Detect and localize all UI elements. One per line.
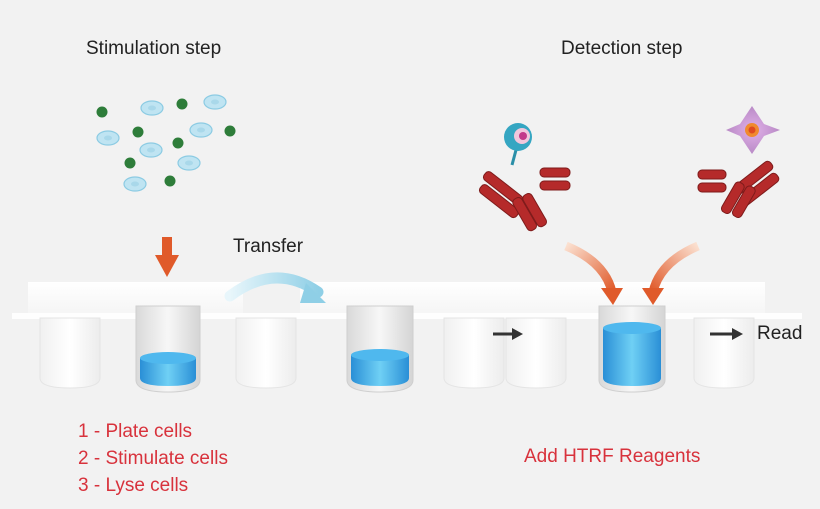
step-item: 1 - Plate cells — [78, 421, 193, 442]
cell-green — [164, 175, 176, 187]
reagent-arrow-right — [642, 241, 700, 305]
read-label: Read — [757, 323, 803, 344]
transfer-liquid — [351, 355, 409, 386]
acceptor-antibody — [697, 160, 780, 219]
transfer-arrow — [224, 272, 326, 303]
cell-green — [124, 157, 136, 169]
detection-step-title: Detection step — [561, 38, 683, 59]
reagent-arrow-left — [564, 241, 623, 305]
wells — [39, 305, 755, 393]
step-item: 2 - Stimulate cells — [78, 448, 228, 469]
detection-liquid — [603, 328, 661, 386]
acceptor-label-icon — [726, 106, 780, 154]
stimulation-steps-list: 1 - Plate cells 2 - Stimulate cells 3 - … — [78, 418, 228, 499]
empty-well — [443, 317, 505, 389]
dispense-arrow — [155, 237, 179, 277]
stimulation-liquid — [140, 358, 196, 386]
step-item: 3 - Lyse cells — [78, 475, 189, 496]
empty-well — [39, 317, 101, 389]
cell-green — [96, 106, 108, 118]
transfer-label: Transfer — [233, 236, 304, 257]
cells-cluster — [96, 94, 236, 192]
cell-green — [172, 137, 184, 149]
stimulation-step-title: Stimulation step — [86, 38, 222, 59]
donor-label-icon — [504, 123, 532, 166]
empty-well — [505, 317, 567, 389]
empty-well — [235, 317, 297, 389]
empty-well — [693, 317, 755, 389]
cell-green — [224, 125, 236, 137]
cell-green — [176, 98, 188, 110]
add-reagents-label: Add HTRF Reagents — [524, 446, 701, 467]
donor-antibody — [478, 167, 571, 232]
read-arrow — [710, 328, 743, 340]
cell-green — [132, 126, 144, 138]
step-arrow — [493, 328, 523, 340]
